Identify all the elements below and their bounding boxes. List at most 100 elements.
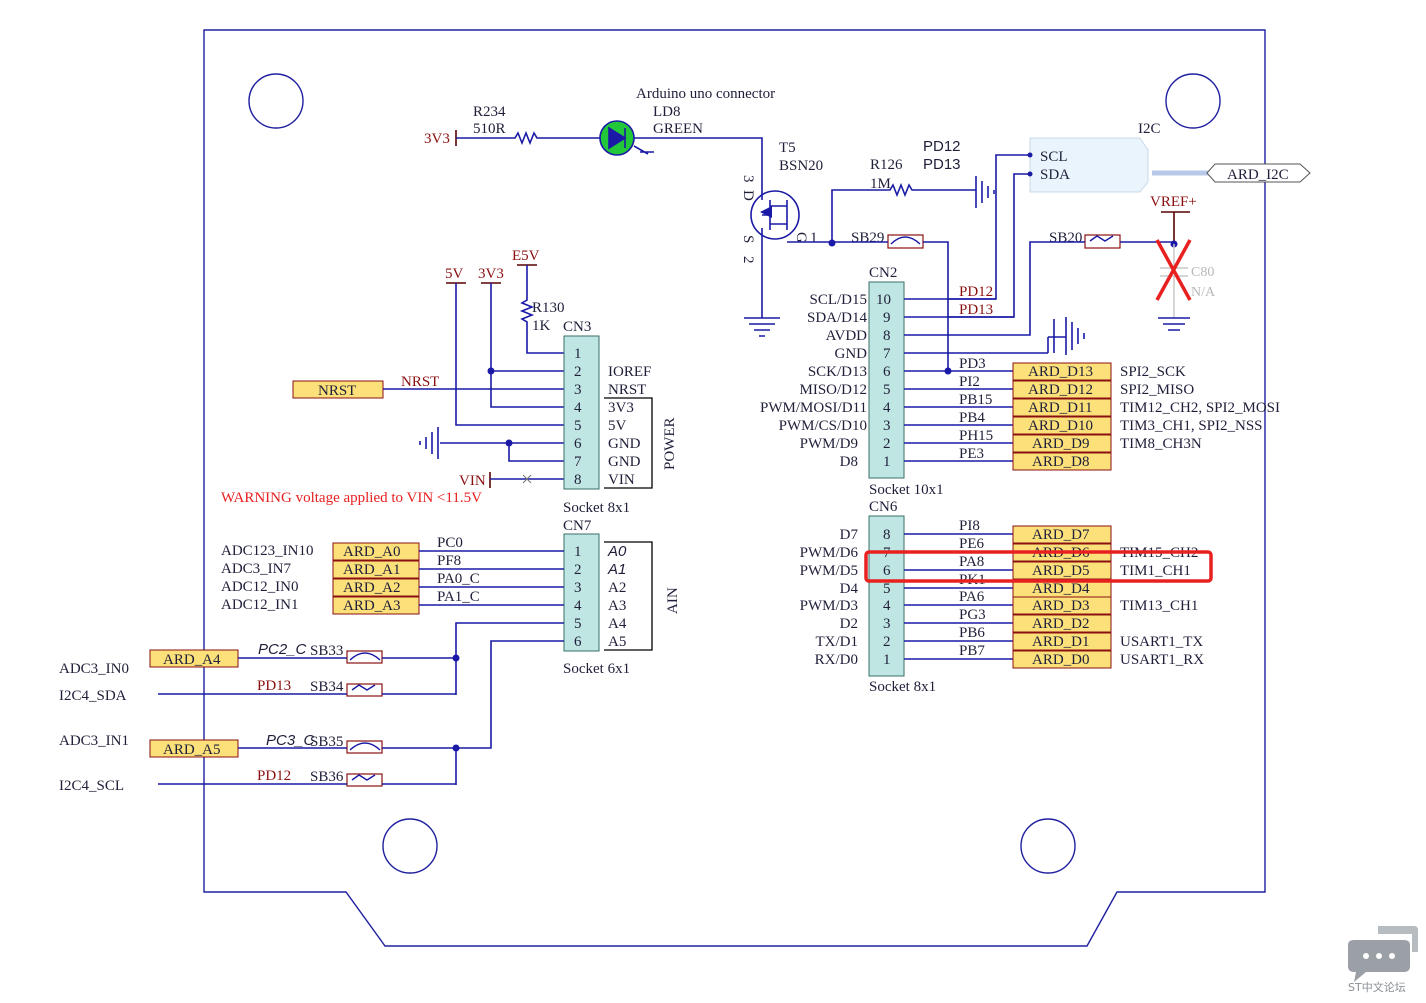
sb29-label: SB29 <box>851 230 884 246</box>
net-label: PC0 <box>437 535 463 551</box>
cn7-pin: 4 <box>574 598 582 614</box>
mounting-hole-tl <box>248 73 304 129</box>
sb20-label: SB20 <box>1049 230 1082 246</box>
ard-d3-port[interactable] <box>1012 596 1112 615</box>
a4-func-a: ADC3_IN0 <box>59 661 129 677</box>
cn7-pin-name: A1 <box>607 561 626 578</box>
cn2-footer: Socket 10x1 <box>869 482 944 498</box>
port-label: ARD_D4 <box>1032 581 1090 597</box>
t5-pin-g: G <box>793 232 809 243</box>
cn3-group-bracket <box>604 397 653 489</box>
net-label: PE6 <box>959 536 985 552</box>
function-label: TIM13_CH1 <box>1120 598 1198 614</box>
cn3-pin-name: VIN <box>608 472 635 488</box>
connector-title: Arduino uno connector <box>636 86 775 102</box>
ard-d10-port[interactable] <box>1012 416 1112 435</box>
ard-d1-port[interactable] <box>1012 632 1112 651</box>
t5-ref: T5 <box>779 140 796 156</box>
sb35-solder-bridge[interactable] <box>346 740 383 754</box>
cn2-pin-numbers: 10 9 8 7 6 5 4 3 2 1 <box>876 292 891 470</box>
junction <box>487 367 495 375</box>
ard-d9-port[interactable] <box>1012 434 1112 453</box>
sb33-label: SB33 <box>310 643 343 659</box>
cn6-pin: 8 <box>883 527 891 543</box>
net-label: PH15 <box>959 428 993 444</box>
cn3-ref: CN3 <box>563 319 591 335</box>
ard-d8-port[interactable] <box>1012 452 1112 471</box>
cn3-pin: 8 <box>574 472 582 488</box>
vref-bar <box>1161 211 1190 242</box>
net-label: PG3 <box>959 607 986 623</box>
cn7-group-bracket <box>604 541 653 651</box>
adc-function: ADC12_IN0 <box>221 579 299 595</box>
cn3-pin-name: IOREF <box>608 364 651 380</box>
cn3-supply-wires <box>455 283 564 426</box>
cn6-pin: 6 <box>883 563 891 579</box>
ard-d0-port[interactable] <box>1012 650 1112 669</box>
cn3-pin-name: 5V <box>608 418 627 434</box>
cn6-pin-name: RX/D0 <box>815 652 858 668</box>
cn6-pin-name: TX/D1 <box>816 634 859 650</box>
cn6-pin-name: D7 <box>840 527 859 543</box>
sb36-open-mark <box>351 774 376 781</box>
vref-label: VREF+ <box>1150 194 1197 210</box>
cn3-pin-name: NRST <box>608 382 646 398</box>
junction <box>505 439 513 447</box>
ard-d2-port[interactable] <box>1012 614 1112 633</box>
cn2-pin-name: GND <box>835 346 868 362</box>
r234-value: 510R <box>473 121 506 137</box>
port-label: ARD_D8 <box>1032 454 1090 470</box>
ard-d7-port[interactable] <box>1012 525 1112 544</box>
ard-d11-port[interactable] <box>1012 398 1112 417</box>
ground-icon-r126 <box>975 176 995 208</box>
cn2-functions: SPI2_SCK SPI2_MISO TIM12_CH2, SPI2_MOSI … <box>1120 364 1280 452</box>
ard-d13-port[interactable] <box>1012 362 1112 381</box>
diode-symbol <box>608 126 627 150</box>
nrst-port-label: NRST <box>318 383 356 399</box>
mounting-hole-tr <box>1165 73 1221 129</box>
bubble-dot <box>1389 953 1395 959</box>
vin-net: VIN <box>459 473 486 489</box>
ard-i2c-port[interactable] <box>1206 163 1311 183</box>
net-label: PI8 <box>959 518 980 534</box>
ard-d12-port[interactable] <box>1012 380 1112 399</box>
supply-3v3: 3V3 <box>478 266 504 282</box>
t5-pin-2: 2 <box>740 256 756 264</box>
a4-a5-wires <box>455 622 564 785</box>
cn2-pin: 5 <box>883 382 891 398</box>
sb20-solder-bridge[interactable] <box>1084 234 1121 249</box>
net-label: PI2 <box>959 374 980 390</box>
cn7-pin: 3 <box>574 580 582 596</box>
cn2-ports: ARD_D13 ARD_D12 ARD_D11 ARD_D10 ARD_D9 A… <box>1012 362 1112 471</box>
cn2-pin-name: MISO/D12 <box>799 382 867 398</box>
cn7-pin-name: A0 <box>607 543 627 560</box>
cn2-pin: 8 <box>883 328 891 344</box>
cn6-ref: CN6 <box>869 499 898 515</box>
c80-ref: C80 <box>1191 265 1214 280</box>
led-emit-arrows <box>633 145 654 155</box>
r234-resistor <box>456 130 600 146</box>
cn6-functions: TIM15_CH2 TIM1_CH1 TIM13_CH1 USART1_TX U… <box>1120 545 1204 668</box>
cn3-pin: 7 <box>574 454 582 470</box>
sb34-label: SB34 <box>310 679 344 695</box>
function-label: TIM3_CH1, SPI2_NSS <box>1120 418 1263 434</box>
port-label: ARD_D13 <box>1028 364 1093 380</box>
chat-bubble-back-icon <box>1378 926 1418 952</box>
function-label: SPI2_SCK <box>1120 364 1186 380</box>
net-label: PA8 <box>959 554 984 570</box>
net-label: PE3 <box>959 446 984 462</box>
port-label: ARD_D2 <box>1032 616 1090 632</box>
cn2-pin: 2 <box>883 436 891 452</box>
sb36-label: SB36 <box>310 769 344 785</box>
sb33-solder-bridge[interactable] <box>346 650 383 664</box>
a4-func-b: I2C4_SDA <box>59 688 127 704</box>
ard-d5-port[interactable] <box>1012 561 1112 580</box>
mounting-hole-bl <box>382 818 438 874</box>
led-wire <box>634 137 763 188</box>
cn3-group-label: POWER <box>662 418 678 471</box>
cn2-pin-name: SCL/D15 <box>809 292 867 308</box>
a5-func-a: ADC3_IN1 <box>59 733 129 749</box>
t5-part: BSN20 <box>779 158 823 174</box>
r126-value: 1M <box>870 176 891 192</box>
